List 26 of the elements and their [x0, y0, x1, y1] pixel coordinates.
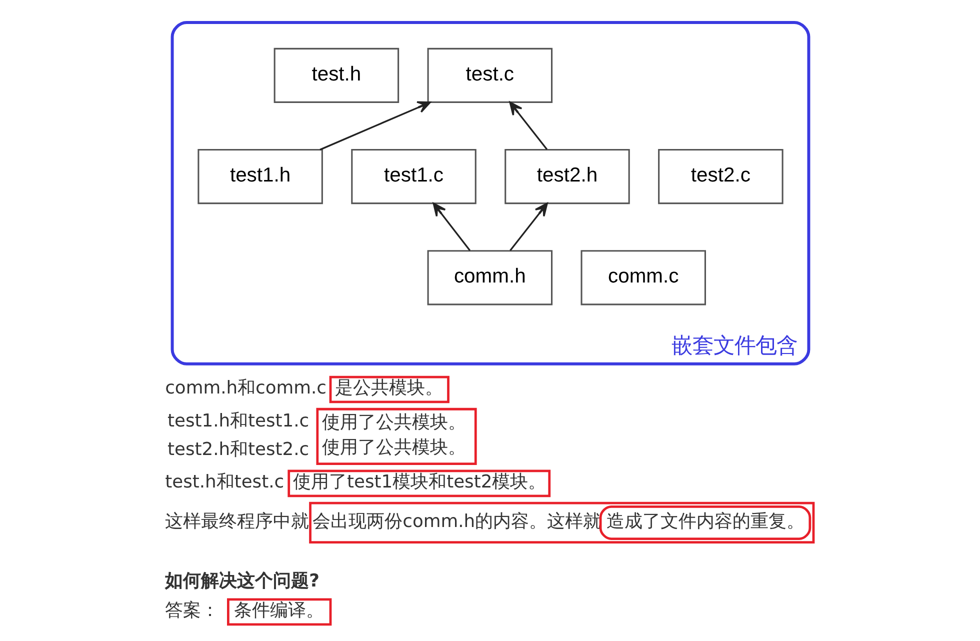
node-box: test2.c — [658, 149, 783, 204]
label: 答案： — [164, 600, 219, 622]
arrow — [432, 202, 470, 252]
node-box: test2.h — [504, 149, 630, 204]
node-box: test.h — [273, 48, 399, 103]
label: 如何解决这个问题? — [164, 570, 319, 592]
label: 使用了test1模块和test2模块。 — [292, 472, 546, 493]
label: 使用了公共模块。 — [322, 412, 466, 434]
node-box: test1.h — [197, 149, 322, 204]
node-box: comm.h — [426, 250, 552, 306]
arrow — [509, 202, 548, 252]
arrow — [319, 101, 430, 150]
label: 是公共模块。 — [334, 378, 443, 399]
label: 造成了文件内容的重复。 — [606, 510, 804, 532]
node-box: test.c — [426, 48, 552, 103]
label: 会出现两份comm.h的内容。这样就 — [312, 510, 601, 532]
label: test1.h和test1.c — [167, 410, 309, 432]
label: 条件编译。 — [234, 600, 324, 622]
label: test.h和test.c — [164, 472, 284, 493]
node-box: comm.c — [580, 250, 706, 306]
label: 这样最终程序中就 — [164, 510, 309, 532]
node-box: test1.c — [350, 149, 476, 204]
arrow — [508, 102, 548, 150]
label: 使用了公共模块。 — [322, 437, 466, 458]
label: comm.h和comm.c — [164, 378, 326, 399]
label: test2.h和test2.c — [167, 438, 309, 460]
